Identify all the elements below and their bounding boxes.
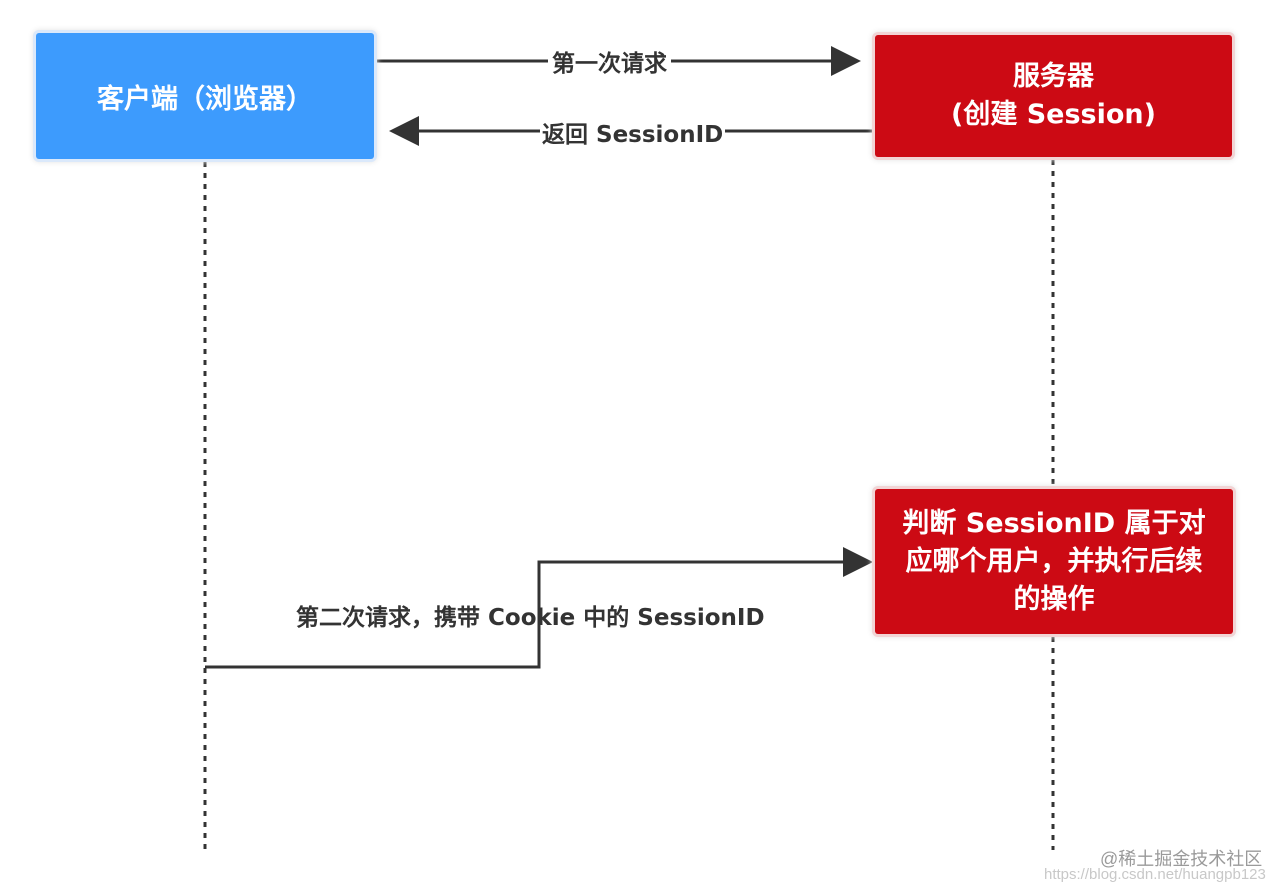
- first-request-label: 第一次请求: [548, 50, 671, 78]
- server-label-line2: (创建 Session): [950, 99, 1156, 130]
- second-request-arrow: [205, 547, 873, 669]
- server-box: 服务器 (创建 Session): [875, 35, 1232, 157]
- client-label: 客户端（浏览器）: [97, 83, 313, 115]
- watermark-brand: @稀土掘金技术社区: [1100, 849, 1263, 869]
- client-box: 客户端（浏览器）: [36, 33, 374, 159]
- judge-label: 判断 SessionID 属于对应哪个用户，并执行后续的操作: [902, 507, 1206, 615]
- judge-box: 判断 SessionID 属于对应哪个用户，并执行后续的操作: [875, 489, 1233, 634]
- second-request-label: 第二次请求，携带 Cookie 中的 SessionID: [296, 605, 765, 631]
- server-label-line1: 服务器: [1013, 61, 1094, 92]
- watermark-url: https://blog.csdn.net/huangpb123: [1044, 866, 1266, 883]
- return-session-label: 返回 SessionID: [540, 121, 726, 149]
